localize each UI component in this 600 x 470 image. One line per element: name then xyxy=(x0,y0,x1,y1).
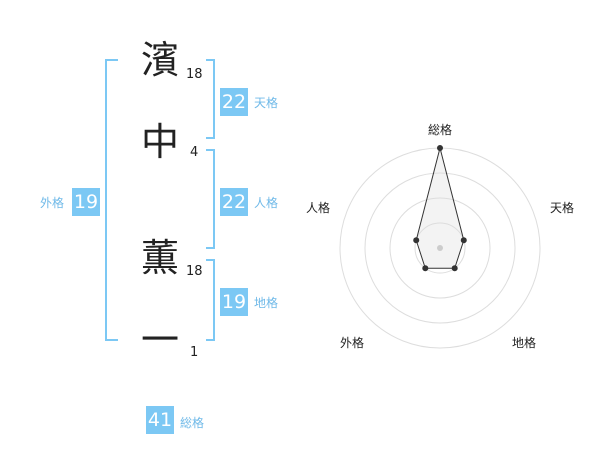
chikaku-bracket xyxy=(206,259,215,341)
jinkaku-bracket xyxy=(206,149,215,249)
radar-ring-1 xyxy=(414,222,466,274)
soukaku-value-box: 41 xyxy=(146,406,174,434)
name-char-1: 濱 xyxy=(140,38,179,82)
name-char-4: 一 xyxy=(140,318,179,362)
stroke-count-4: 1 xyxy=(190,345,199,360)
radar-value-polygon xyxy=(415,147,465,269)
tenkaku-label: 天格 xyxy=(254,96,279,110)
radar-axis-label-tenkaku: 天格 xyxy=(549,201,574,215)
stroke-count-3: 18 xyxy=(186,264,203,279)
name-char-3: 薫 xyxy=(140,236,179,280)
jinkaku-label: 人格 xyxy=(254,196,279,210)
radar-axis-label-chikaku: 地格 xyxy=(511,336,536,350)
jinkaku-value-box: 22 xyxy=(220,188,248,216)
radar-point-2 xyxy=(451,265,458,272)
stroke-count-2: 4 xyxy=(190,145,199,160)
name-char-2: 中 xyxy=(140,120,179,164)
gaikaku-label: 外格 xyxy=(40,196,65,210)
radar-point-4 xyxy=(413,237,420,244)
radar-point-0 xyxy=(437,145,443,151)
soukaku-label: 総格 xyxy=(180,416,205,430)
tenkaku-value-box: 22 xyxy=(220,88,248,116)
tenkaku-bracket xyxy=(206,59,215,139)
stroke-count-1: 18 xyxy=(186,67,203,82)
radar-axis-label-soukaku: 総格 xyxy=(427,123,452,137)
radar-point-1 xyxy=(460,237,467,244)
chikaku-label: 地格 xyxy=(254,296,279,310)
radar-point-3 xyxy=(422,265,429,272)
radar-axis-label-gaikaku: 外格 xyxy=(339,336,364,350)
radar-ring-2 xyxy=(389,197,491,299)
gaikaku-bracket xyxy=(105,59,118,341)
radar-ring-3 xyxy=(364,172,516,324)
radar-center-dot xyxy=(437,245,443,251)
radar-axis-label-jinkaku: 人格 xyxy=(305,201,330,215)
chikaku-value-box: 19 xyxy=(220,288,248,316)
gaikaku-value-box: 19 xyxy=(72,188,100,216)
